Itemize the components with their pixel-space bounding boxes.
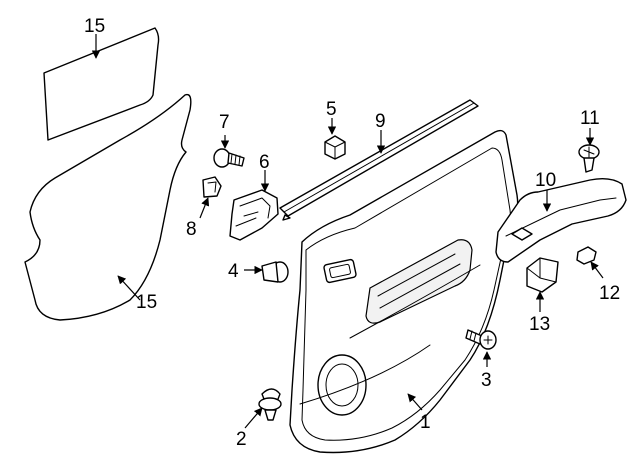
- callout-15: 15: [136, 292, 157, 313]
- part-9-belt-weatherstrip: [279, 99, 479, 221]
- callout-9: 9: [375, 111, 386, 132]
- callout-10: 10: [535, 170, 556, 191]
- callout-13: 13: [529, 314, 550, 335]
- leader-lines: [91, 34, 604, 429]
- part-11-screw: [578, 144, 600, 173]
- part-5-nut: [324, 135, 346, 160]
- part-10-armrest-bezel: [495, 177, 627, 263]
- callout-3: 3: [481, 370, 492, 391]
- callout-4: 4: [228, 261, 239, 282]
- part-13-switch: [526, 257, 559, 293]
- part-8-clip-nut: [202, 176, 222, 198]
- part-1-door-trim-panel: [289, 129, 519, 454]
- callout-5: 5: [326, 99, 337, 120]
- callout-7: 7: [219, 112, 230, 133]
- callout-11: 11: [580, 108, 600, 129]
- part-7-bolt: [213, 148, 245, 168]
- part-14-window-sheet: [43, 27, 160, 141]
- callout-labels: 15 15 7 8 6 5 9 4 2 3 1 10 11 12 13: [84, 16, 620, 450]
- callout-2: 2: [236, 429, 247, 450]
- part-12-clip: [576, 246, 597, 265]
- part-2-push-clip: [258, 388, 282, 421]
- part-4-push-clip: [261, 261, 289, 283]
- callout-12: 12: [599, 283, 620, 304]
- callout-1: 1: [420, 412, 431, 433]
- callout-14: 15: [84, 16, 105, 37]
- part-6-bracket: [229, 189, 279, 241]
- part-15-water-shield: [24, 93, 192, 321]
- callout-8: 8: [186, 219, 197, 240]
- part-3-screw: [465, 329, 497, 350]
- callout-6: 6: [259, 152, 270, 173]
